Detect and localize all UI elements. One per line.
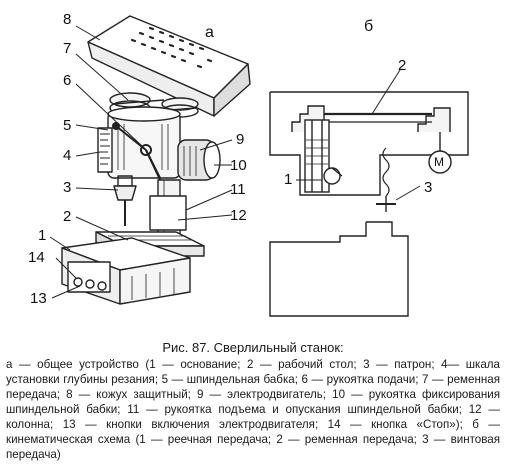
callout-a-3: 3	[63, 179, 72, 196]
callout-a-10: 10	[230, 157, 247, 174]
leader-lines	[49, 25, 233, 299]
base-shape	[61, 237, 191, 305]
chuck-shape	[113, 175, 137, 226]
callout-a-5: 5	[63, 117, 72, 134]
callout-a-1: 1	[38, 227, 47, 244]
motor-shape	[177, 139, 221, 181]
callout-b-3: 3	[424, 179, 433, 196]
panel-b-label: б	[364, 18, 374, 35]
callout-a-14: 14	[28, 249, 45, 266]
callout-a-2: 2	[63, 208, 72, 225]
callout-a-11: 11	[230, 181, 246, 198]
callout-a-7: 7	[63, 40, 72, 57]
figure-caption-text: а — общее устройство (1 — основание; 2 —…	[6, 358, 500, 461]
figure-caption-title: Рис. 87. Сверлильный станок:	[162, 340, 344, 355]
kinematic-scheme-drawing	[269, 69, 469, 317]
panel-a-label: а	[205, 24, 214, 41]
callout-b-2: 2	[398, 57, 407, 74]
drill-press-drawing	[49, 15, 469, 317]
drill-press-figure: а 8 7 6 5 4 3 2 1 14 13 9 10 11 12 б 2 1…	[28, 11, 469, 317]
callout-a-4: 4	[63, 147, 72, 164]
callout-a-13: 13	[30, 290, 47, 307]
callout-a-12: 12	[230, 207, 247, 224]
callout-a-6: 6	[63, 72, 72, 89]
protective-cover-shape	[87, 15, 251, 117]
callout-a-9: 9	[236, 131, 245, 148]
callout-b-1: 1	[284, 171, 293, 188]
callout-a-8: 8	[63, 11, 72, 28]
motor-symbol-label: М	[434, 155, 444, 169]
